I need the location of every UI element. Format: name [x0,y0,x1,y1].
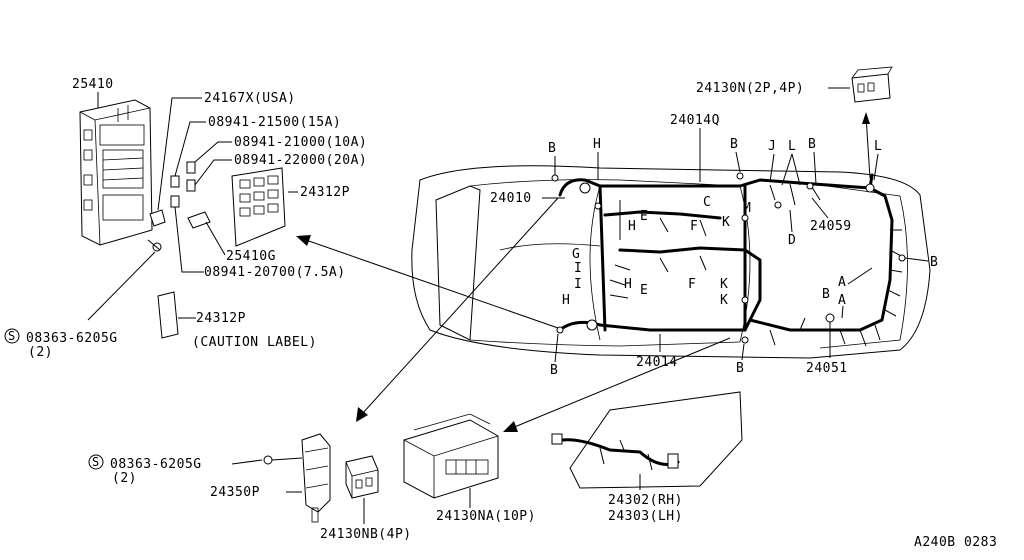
label-24303: 24303(LH) [608,509,683,524]
svg-text:I: I [574,277,582,292]
svg-text:K: K [720,277,728,292]
svg-text:B: B [930,255,938,270]
label-08941-21000: 08941-21000(10A) [234,135,367,150]
bolt-bottom [263,455,303,465]
svg-text:I: I [574,261,582,276]
screw-symbol-bottom [88,454,104,470]
svg-text:H: H [562,293,570,308]
svg-text:F: F [688,277,696,292]
label-24312p-top: 24312P [300,185,350,200]
label-24302: 24302(RH) [608,493,683,508]
screw-symbol-text-top: S [8,329,15,343]
svg-text:D: D [788,233,796,248]
label-24059: 24059 [810,219,852,234]
label-24014q: 24014Q [670,113,720,128]
connector-24130nb [345,455,379,499]
label-08941-22000: 08941-22000(20A) [234,153,367,168]
label-24130nb: 24130NB(4P) [320,527,412,542]
svg-text:K: K [720,293,728,308]
svg-text:F: F [690,219,698,234]
svg-text:A: A [838,275,846,290]
label-08941-21500: 08941-21500(15A) [208,115,341,130]
fuse-block-25410 [79,99,153,246]
label-24130na: 24130NA(10P) [436,509,536,524]
connector-24130n [851,66,893,103]
fuse-puller-25410g [187,211,211,229]
bolt-top [147,239,162,252]
svg-text:E: E [640,283,648,298]
svg-text:K: K [722,215,730,230]
label-24014: 24014 [636,355,678,370]
svg-text:L: L [788,139,796,154]
figure-code: A240B 0283 [914,535,997,550]
label-24167x: 24167X(USA) [204,91,296,106]
svg-text:B: B [808,137,816,152]
main-harness [558,173,906,347]
label-25410g: 25410G [226,249,276,264]
svg-text:M: M [743,201,751,216]
svg-text:B: B [550,363,558,378]
svg-text:G: G [572,247,580,262]
label-25410: 25410 [72,77,114,92]
caution-label-text: (CAUTION LABEL) [192,335,317,350]
svg-text:J: J [768,139,776,154]
relay-24167x [149,209,166,227]
svg-text:L: L [874,139,882,154]
svg-text:B: B [548,141,556,156]
label-24010: 24010 [490,191,532,206]
fuse-cover-24312p [231,167,286,247]
reference-arrows [296,197,731,432]
qty-08363-bottom: (2) [112,471,137,486]
harness-connectors [551,172,906,344]
svg-text:H: H [624,277,632,292]
fuse-10a [186,161,196,174]
fuse-15a [170,175,180,188]
connector-24130na [403,413,499,499]
svg-text:A: A [838,293,846,308]
door-harness-24302-24303 [551,391,743,489]
fuse-7-5a [170,195,180,208]
svg-text:B: B [822,287,830,302]
svg-text:B: B [730,137,738,152]
caution-label-24312p [157,291,179,339]
label-08363-bottom: 08363-6205G [110,457,202,472]
svg-text:E: E [640,209,648,224]
fuse-20a [186,179,196,192]
screw-symbol-top [4,328,20,344]
svg-text:C: C [703,195,711,210]
screw-symbol-text-bottom: S [92,455,99,469]
car-body-outline [411,165,931,359]
label-08941-20700: 08941-20700(7.5A) [204,265,346,280]
label-24350p: 24350P [210,485,260,500]
label-24130n: 24130N(2P,4P) [696,81,804,96]
callout-letters: B H B J L B L C M K D E H F G I I H E F … [548,137,938,378]
label-08363-top: 08363-6205G [26,331,118,346]
svg-text:H: H [628,219,636,234]
svg-text:H: H [593,137,601,152]
label-24051: 24051 [806,361,848,376]
qty-08363-top: (2) [28,345,53,360]
label-24312p-bottom: 24312P [196,311,246,326]
bracket-24350p [301,433,331,523]
svg-text:B: B [736,361,744,376]
